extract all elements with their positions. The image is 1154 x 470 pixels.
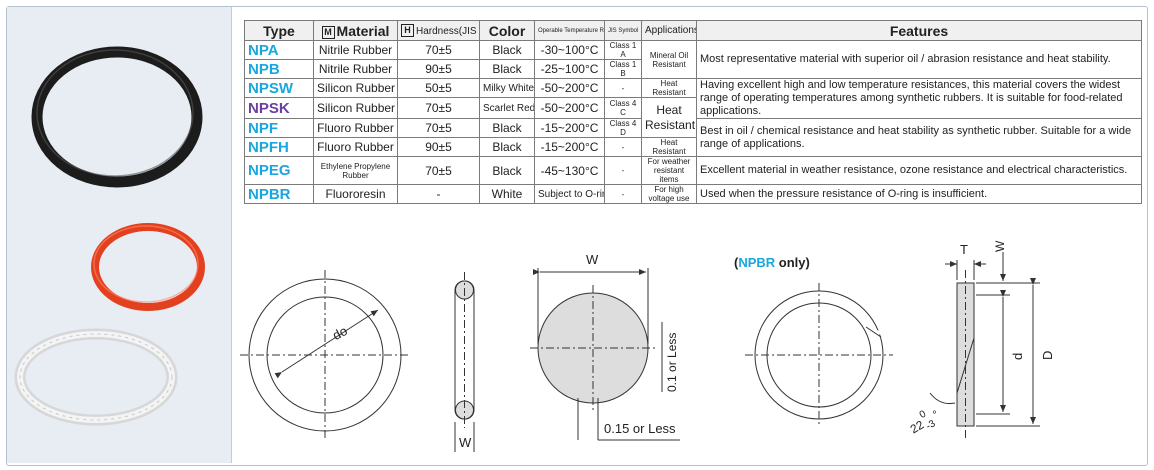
- svg-text:22: 22: [908, 417, 927, 436]
- table-row: NPSK Silicon Rubber 70±5 Scarlet Red -50…: [244, 97, 1142, 138]
- type-cell: NPA: [244, 40, 314, 60]
- applications-cell: Heat Resistant: [641, 97, 697, 138]
- temp-cell: -50~200°C: [534, 97, 605, 119]
- black-oring-image: [31, 46, 203, 188]
- svg-text:°: °: [931, 408, 941, 421]
- oring-side-view: [454, 272, 475, 452]
- material-cell: Fluororesin: [313, 184, 398, 204]
- header-type: Type: [244, 20, 314, 41]
- d-inner-label: d: [1010, 353, 1025, 360]
- applications-cell: For high voltage use: [641, 184, 697, 204]
- hardness-cell: 70±5: [397, 156, 480, 185]
- material-cell: Silicon Rubber: [313, 97, 398, 119]
- color-cell: White: [479, 184, 535, 204]
- hardness-marker-icon: H: [401, 24, 414, 37]
- oring-cross-section-view: [530, 268, 680, 441]
- w-label-side: W: [459, 435, 472, 450]
- type-cell: NPEG: [244, 156, 314, 185]
- material-cell: Silicon Rubber: [313, 78, 398, 98]
- tolerance-label-0-1: 0.1 or Less: [665, 333, 679, 392]
- table-row: NPBR Fluororesin - White Subject to O-ri…: [244, 184, 1142, 204]
- material-marker-icon: M: [321, 25, 335, 39]
- oring-photos: [14, 46, 205, 426]
- table-row: NPFH Fluoro Rubber 90±5 Black -15~200°C …: [244, 137, 1142, 157]
- table-row: NPB Nitrile Rubber 90±5 Black -25~100°C …: [244, 59, 1142, 79]
- type-cell: NPF: [244, 118, 314, 138]
- jis-cell: Class 1 B: [604, 59, 642, 79]
- temp-cell: -15~200°C: [534, 137, 605, 157]
- backup-ring-side-view: [929, 252, 1040, 438]
- color-cell: Black: [479, 40, 535, 60]
- table-row: NPSW Silicon Rubber 50±5 Milky White -50…: [244, 78, 1142, 119]
- table-row: NPA Nitrile Rubber 70±5 Black -30~100°C …: [244, 40, 1142, 79]
- npbr-only-label: (NPBR only): [734, 255, 810, 270]
- hardness-cell: 70±5: [397, 40, 480, 60]
- features-cell: Best in oil / chemical resistance and he…: [696, 118, 1142, 157]
- oring-front-view: [240, 270, 410, 440]
- red-oring-image: [91, 223, 205, 311]
- hardness-cell: 70±5: [397, 97, 480, 119]
- type-cell: NPSK: [244, 97, 314, 119]
- features-cell: Excellent material in weather resistance…: [696, 156, 1142, 185]
- header-temp-range: Operable Temperature Range: [534, 20, 605, 41]
- w-label-backup: W: [993, 240, 1007, 252]
- applications-cell: Mineral Oil Resistant: [641, 40, 697, 79]
- t-label: T: [960, 242, 968, 257]
- angle-annotation: 22 0 -3 °: [908, 408, 941, 436]
- color-cell: Black: [479, 156, 535, 185]
- hardness-cell: -: [397, 184, 480, 204]
- do-label: do: [330, 323, 350, 343]
- color-cell: Black: [479, 59, 535, 79]
- product-image-panel: [7, 7, 232, 463]
- header-jis-symbol: JIS Symbol: [604, 20, 642, 41]
- svg-text:0: 0: [918, 408, 929, 421]
- header-color: Color: [479, 20, 535, 41]
- type-cell: NPB: [244, 59, 314, 79]
- table-row: NPEG Ethylene Propylene Rubber 70±5 Blac…: [244, 156, 1142, 185]
- type-cell: NPBR: [244, 184, 314, 204]
- white-oring-image: [14, 328, 178, 426]
- backup-ring-front-view: [745, 283, 893, 427]
- jis-cell: -: [604, 156, 642, 185]
- d-outer-label: D: [1040, 351, 1055, 360]
- w-label-top: W: [586, 252, 599, 267]
- features-cell: Used when the pressure resistance of O-r…: [696, 184, 1142, 204]
- temp-cell: -45~130°C: [534, 156, 605, 185]
- tolerance-label-0-15: 0.15 or Less: [604, 421, 676, 436]
- hardness-cell: 70±5: [397, 118, 480, 138]
- features-cell: Having excellent high and low temperatur…: [696, 78, 1142, 119]
